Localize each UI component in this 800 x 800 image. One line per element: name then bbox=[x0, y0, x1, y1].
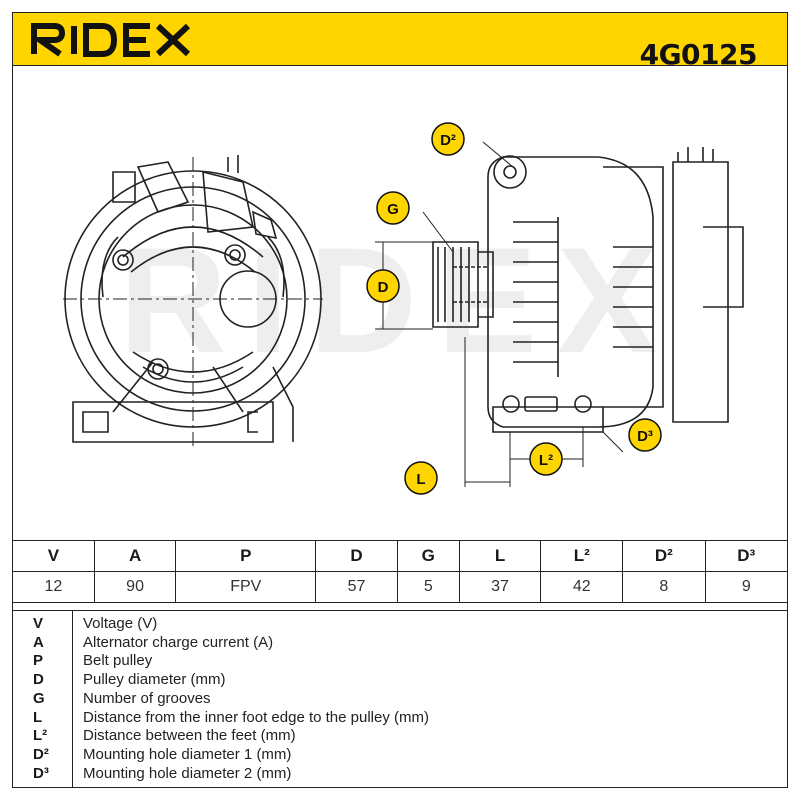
legend-key: A bbox=[33, 633, 44, 651]
spec-value: 37 bbox=[458, 571, 542, 603]
callout-l: L bbox=[404, 461, 438, 495]
svg-text:L: L bbox=[416, 471, 425, 488]
spec-value: 90 bbox=[93, 571, 177, 603]
spec-value: FPV bbox=[175, 571, 317, 603]
spec-header: L bbox=[458, 540, 542, 572]
callout-l2: L² bbox=[529, 442, 563, 476]
callout-d2: D² bbox=[431, 122, 465, 156]
legend-desc: Pulley diameter (mm) bbox=[83, 671, 226, 689]
spec-header: D³ bbox=[704, 540, 789, 572]
legend-desc: Distance from the inner foot edge to the… bbox=[83, 708, 429, 726]
legend-desc: Distance between the feet (mm) bbox=[83, 727, 296, 745]
legend-divider bbox=[72, 611, 73, 787]
ridex-logo bbox=[30, 23, 191, 57]
spec-value: 9 bbox=[704, 571, 789, 603]
spec-header: A bbox=[93, 540, 177, 572]
callout-d: D bbox=[366, 269, 400, 303]
spec-value: 12 bbox=[12, 571, 95, 603]
front-view bbox=[63, 155, 323, 447]
svg-text:D³: D³ bbox=[637, 428, 653, 445]
legend-desc: Alternator charge current (A) bbox=[83, 633, 274, 651]
specs-table: V A P D G L L² D² D³ 12 90 FPV 57 5 37 4… bbox=[12, 540, 789, 603]
part-number: 4G0125 bbox=[639, 38, 758, 71]
legend-key: V bbox=[33, 615, 44, 632]
header-bar: 4G0125 bbox=[12, 12, 788, 71]
spec-header: D² bbox=[622, 540, 706, 572]
specs-header-row: V A P D G L L² D² D³ bbox=[12, 540, 789, 572]
legend-key: G bbox=[33, 689, 45, 707]
legend-key: D³ bbox=[33, 764, 49, 782]
legend-desc: Mounting hole diameter 2 (mm) bbox=[83, 764, 292, 782]
legend-desc: Number of grooves bbox=[83, 689, 211, 707]
legend: V Voltage (V) A Alternator charge curren… bbox=[12, 610, 788, 788]
legend-key: D bbox=[33, 671, 44, 689]
spec-value: 5 bbox=[396, 571, 460, 603]
spec-header: D bbox=[315, 540, 398, 572]
spec-header: V bbox=[12, 540, 95, 572]
svg-text:G: G bbox=[387, 201, 399, 218]
spec-header: L² bbox=[540, 540, 624, 572]
spec-header: P bbox=[175, 540, 317, 572]
spec-value: 57 bbox=[315, 571, 398, 603]
specs-value-row: 12 90 FPV 57 5 37 42 8 9 bbox=[12, 571, 789, 603]
legend-desc: Voltage (V) bbox=[83, 615, 158, 632]
alternator-drawing: RIDEX bbox=[63, 122, 744, 495]
watermark: RIDEX bbox=[119, 216, 677, 384]
spec-value: 42 bbox=[540, 571, 624, 603]
svg-text:L²: L² bbox=[539, 452, 553, 469]
legend-key: D² bbox=[33, 745, 49, 763]
callout-g: G bbox=[376, 191, 410, 225]
spec-value: 8 bbox=[622, 571, 706, 603]
legend-desc: Mounting hole diameter 1 (mm) bbox=[83, 745, 292, 763]
spec-header: G bbox=[396, 540, 460, 572]
svg-text:D²: D² bbox=[440, 132, 456, 149]
legend-key: L bbox=[33, 708, 43, 726]
side-view bbox=[375, 141, 744, 487]
legend-key: L² bbox=[33, 727, 48, 745]
legend-desc: Belt pulley bbox=[83, 652, 153, 670]
callout-d3: D³ bbox=[628, 418, 662, 452]
svg-text:D: D bbox=[378, 279, 389, 296]
legend-key: P bbox=[33, 652, 44, 670]
